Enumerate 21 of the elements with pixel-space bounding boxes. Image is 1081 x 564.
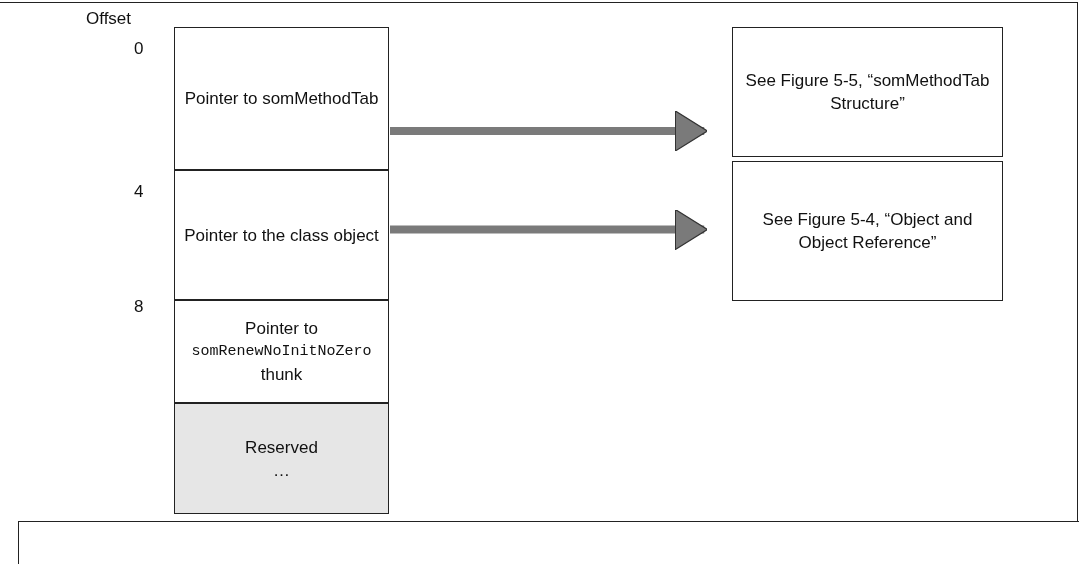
offset-number: 4 — [134, 181, 144, 203]
block-arrow — [390, 208, 708, 251]
memory-box — [174, 403, 389, 514]
box-text: See Figure 5-5, “somMethodTab Structure” — [744, 70, 991, 115]
memory-box — [174, 27, 389, 170]
offset-number: 8 — [134, 296, 144, 318]
box-text: Pointer to — [245, 318, 318, 340]
box-text: Pointer to somMethodTab — [184, 88, 379, 110]
offset-number: 0 — [134, 38, 144, 60]
box-text: Reserved — [245, 436, 318, 459]
box-text: See Figure 5-4, “Object and Object Reference” — [761, 209, 974, 254]
box-text: somRenewNoInitNoZero — [191, 342, 372, 362]
column-heading: Offset — [86, 8, 132, 30]
box-text: thunk — [260, 364, 303, 386]
memory-box — [174, 300, 389, 403]
block-arrow — [390, 110, 708, 152]
memory-box — [732, 161, 1003, 301]
memory-box — [174, 170, 389, 300]
box-text: Pointer to the class object — [184, 224, 379, 247]
box-text: … — [273, 459, 290, 482]
memory-box — [732, 27, 1003, 157]
